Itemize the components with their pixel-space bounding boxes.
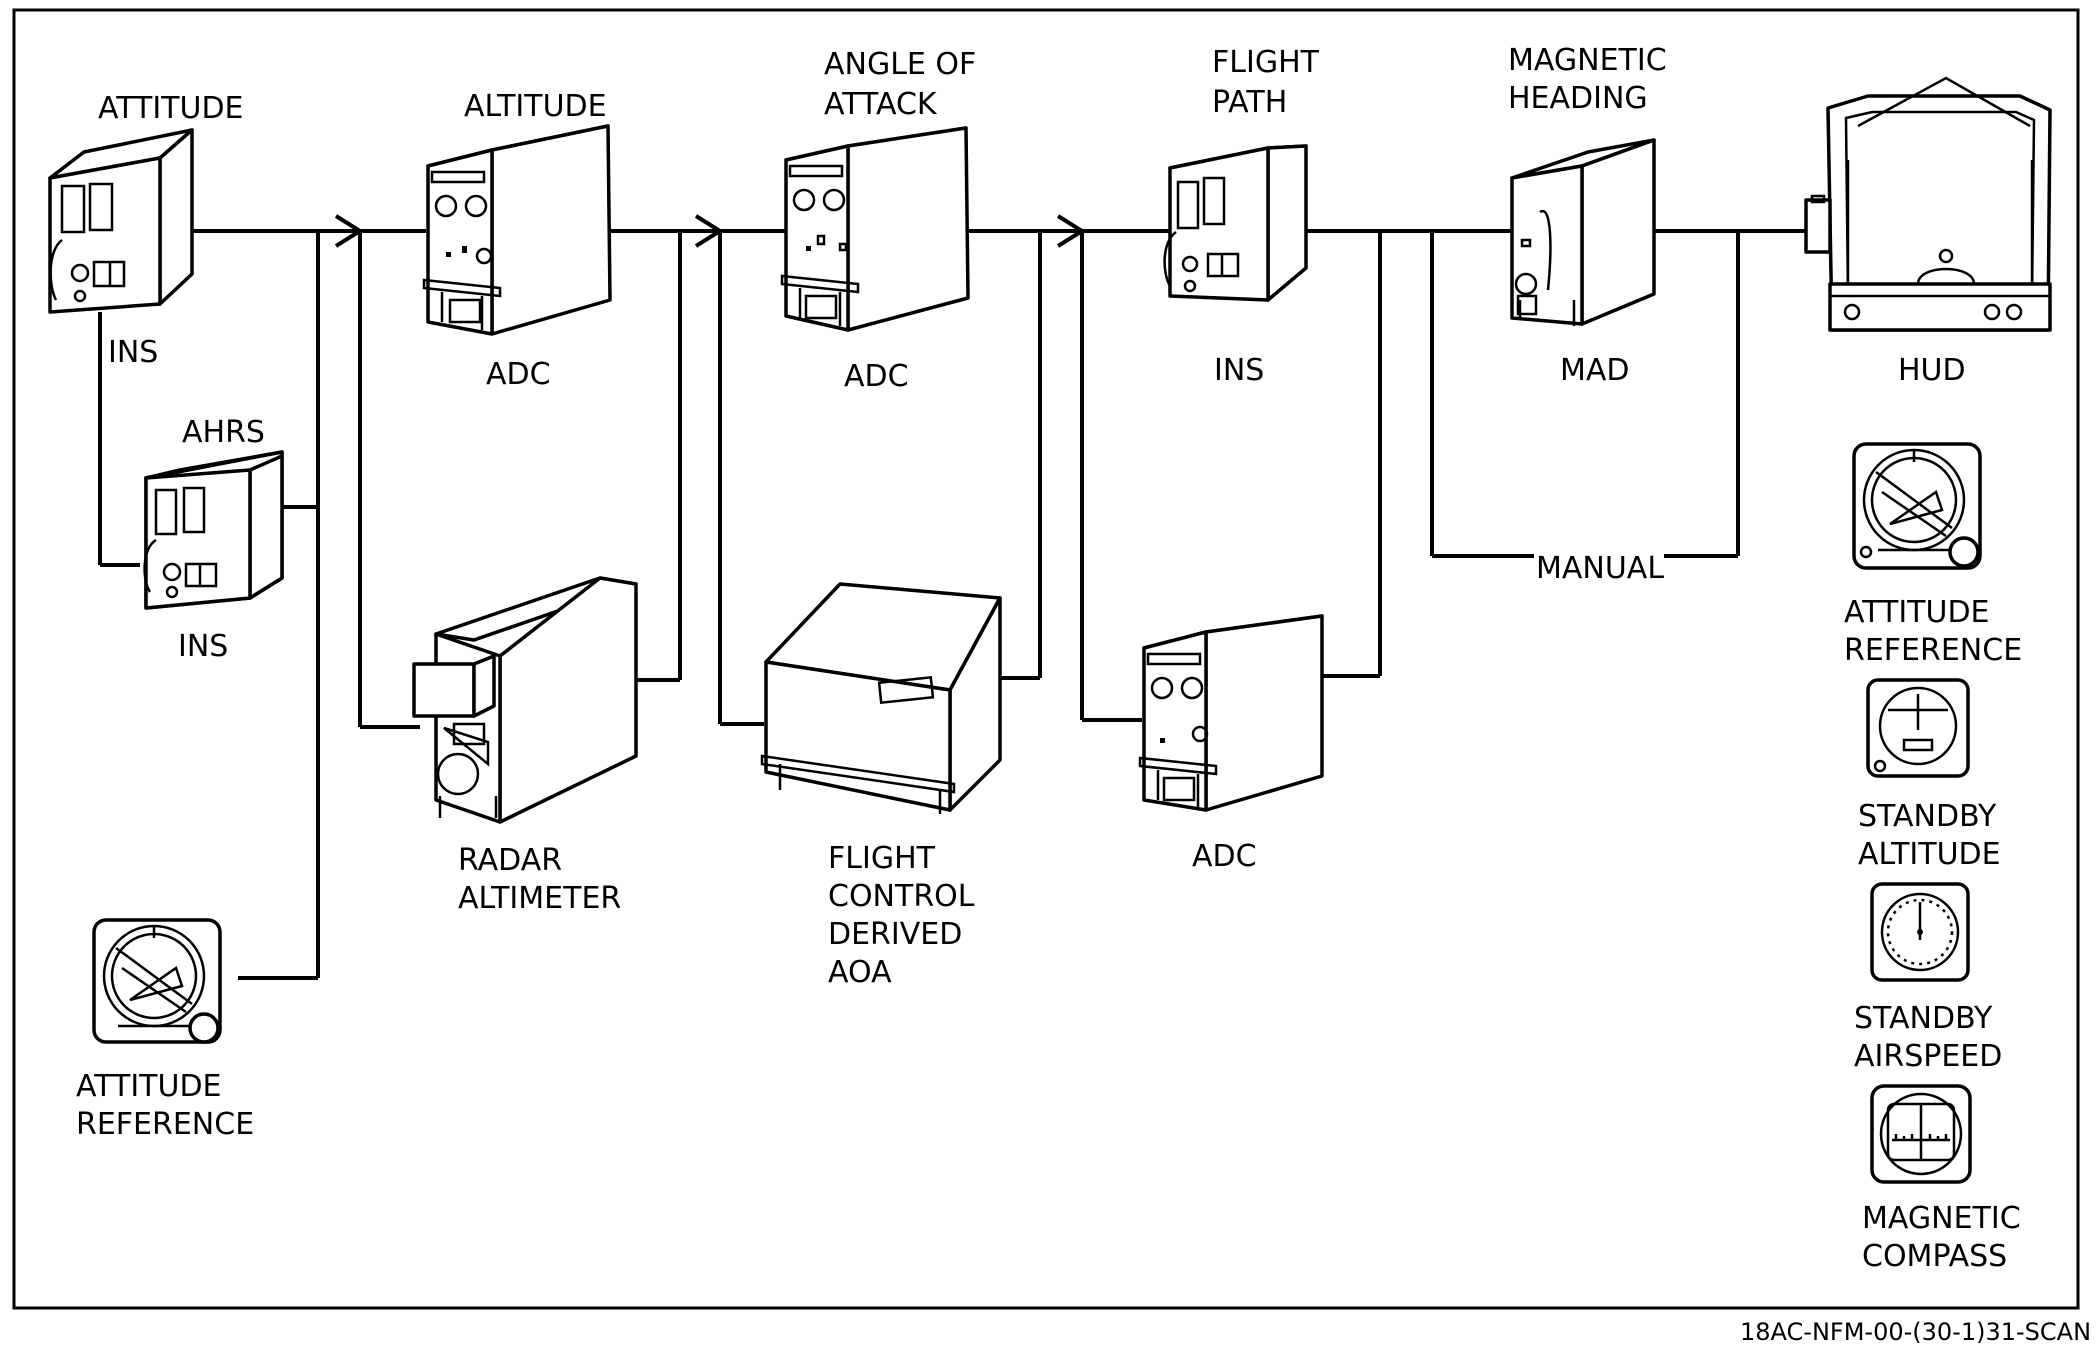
label-flight-control-derived-aoa-2: CONTROL	[828, 879, 975, 914]
label-standby-altitude-1: STANDBY	[1858, 799, 1997, 834]
label-radar-altimeter-2: ALTIMETER	[458, 881, 621, 916]
label-attitude: ATTITUDE	[98, 91, 244, 126]
label-angle-of-attack-1: ANGLE OF	[824, 47, 976, 82]
adc-unit-altitude	[422, 124, 612, 336]
adc-unit-flight-path	[1138, 614, 1324, 812]
ins-unit-flight-path	[1163, 144, 1308, 302]
label-magnetic-heading-1: MAGNETIC	[1508, 43, 1667, 78]
label-adc-altitude: ADC	[486, 357, 551, 392]
label-altitude: ALTITUDE	[464, 89, 607, 124]
label-magnetic-heading-2: HEADING	[1508, 81, 1648, 116]
flight-control-computer-unit	[760, 582, 1002, 814]
label-flight-control-derived-aoa-3: DERIVED	[828, 917, 962, 952]
connector-lines	[98, 214, 1806, 980]
attitude-reference-instrument-left	[92, 918, 222, 1044]
label-hud: HUD	[1898, 353, 1966, 388]
radar-altimeter-unit	[412, 576, 638, 824]
label-ahrs: AHRS	[182, 415, 265, 450]
label-standby-airspeed-1: STANDBY	[1854, 1001, 1993, 1036]
label-mad: MAD	[1560, 353, 1630, 388]
standby-airspeed-instrument	[1870, 882, 1970, 982]
label-standby-altitude-2: ALTITUDE	[1858, 837, 2001, 872]
magnetic-compass-instrument	[1870, 1084, 1972, 1184]
ins-unit-ahrs	[143, 450, 284, 610]
label-flight-path-1: FLIGHT	[1212, 45, 1320, 80]
diagram-border	[12, 8, 2080, 1310]
adc-unit-angle-of-attack	[780, 126, 970, 332]
label-ins-attitude: INS	[108, 335, 158, 370]
figure-id: 18AC-NFM-00-(30-1)31-SCAN	[1740, 1318, 2091, 1346]
hud-unit	[1804, 76, 2052, 332]
label-ins-flight-path: INS	[1214, 353, 1264, 388]
mad-unit	[1510, 138, 1656, 326]
label-adc-angle-of-attack: ADC	[844, 359, 909, 394]
label-flight-control-derived-aoa-4: AOA	[828, 955, 892, 990]
standby-altimeter-instrument	[1866, 678, 1970, 778]
label-radar-altimeter-1: RADAR	[458, 843, 562, 878]
label-attitude-reference-right-2: REFERENCE	[1844, 633, 2022, 668]
label-flight-path-2: PATH	[1212, 85, 1287, 120]
label-attitude-reference-left-1: ATTITUDE	[76, 1069, 222, 1104]
label-magnetic-compass-1: MAGNETIC	[1862, 1201, 2021, 1236]
label-ins-ahrs: INS	[178, 629, 228, 664]
label-manual: MANUAL	[1536, 551, 1664, 586]
attitude-reference-instrument-right	[1852, 442, 1982, 570]
label-magnetic-compass-2: COMPASS	[1862, 1239, 2007, 1274]
label-standby-airspeed-2: AIRSPEED	[1854, 1039, 2002, 1074]
label-attitude-reference-right-1: ATTITUDE	[1844, 595, 1990, 630]
label-angle-of-attack-2: ATTACK	[824, 87, 938, 122]
label-flight-control-derived-aoa-1: FLIGHT	[828, 841, 936, 876]
label-attitude-reference-left-2: REFERENCE	[76, 1107, 254, 1142]
ins-unit-attitude	[48, 128, 194, 314]
label-adc-flight-path: ADC	[1192, 839, 1257, 874]
